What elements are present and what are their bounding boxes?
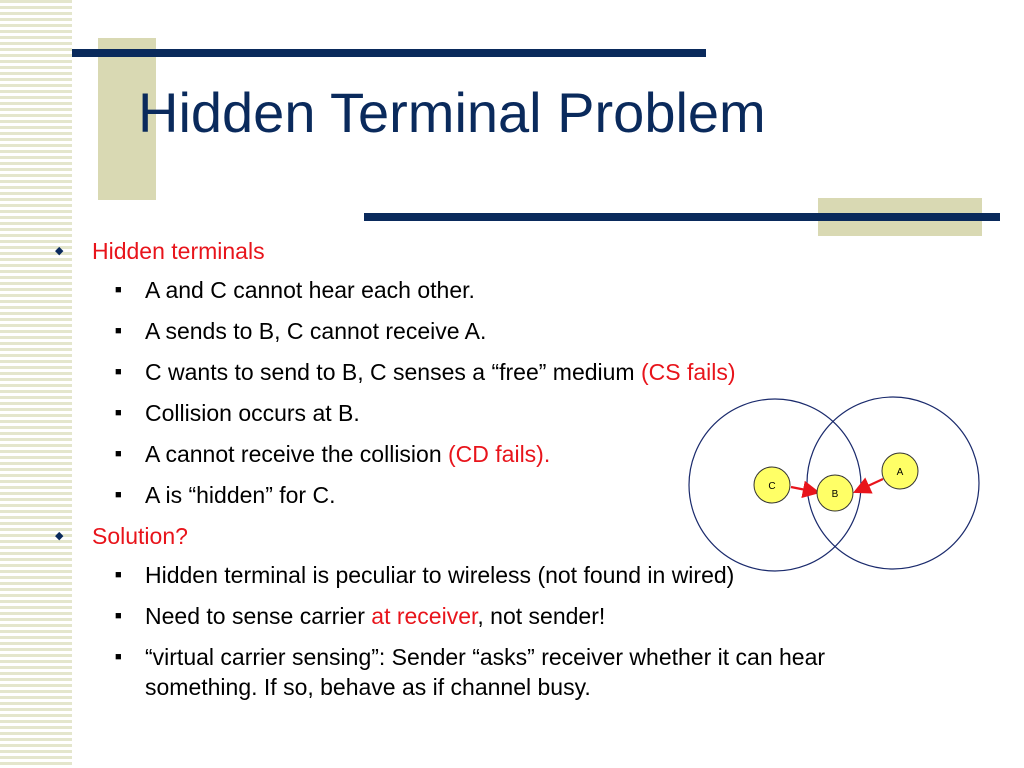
bullet-label: Solution? [92, 523, 188, 549]
node-c [753, 466, 791, 504]
sub-bullet-text: A and C cannot hear each other. [145, 277, 475, 303]
sub-bullet: ■ C wants to send to B, C senses a “free… [93, 357, 935, 387]
slide-body: ◆ Hidden terminals ■ A and C cannot hear… [55, 236, 935, 713]
sub-bullet: ■ Collision occurs at B. [93, 398, 935, 428]
node-c-label: C [768, 481, 775, 492]
sub-bullet-text: A cannot receive the collision [145, 441, 449, 467]
arrow-c-to-b [790, 480, 821, 499]
left-stripe-decoration [0, 0, 72, 768]
bullet-solution: ◆ Solution? [55, 521, 935, 551]
sub-bullet: ■ A cannot receive the collision (CD fai… [93, 439, 935, 469]
node-b-label: B [832, 489, 839, 500]
sub-bullet-text: A sends to B, C cannot receive A. [145, 318, 487, 344]
sub-bullet-text-tail: , not sender! [477, 603, 606, 629]
square-bullet-icon: ■ [115, 366, 122, 378]
top-rule [72, 49, 706, 57]
diamond-bullet-icon: ◆ [55, 245, 64, 257]
bullet-hidden-terminals: ◆ Hidden terminals [55, 236, 935, 266]
square-bullet-icon: ■ [115, 448, 122, 460]
cd-fails-note: (CD fails). [448, 441, 551, 467]
sub-bullet-text: Collision occurs at B. [145, 400, 360, 426]
square-bullet-icon: ■ [115, 489, 122, 501]
sub-bullet: ■ A sends to B, C cannot receive A. [93, 316, 935, 346]
arrow-a-to-b [853, 477, 884, 494]
sub-bullet-text: Hidden terminal is peculiar to wireless … [145, 562, 735, 588]
sub-bullet-text: A is “hidden” for C. [145, 482, 336, 508]
node-a-label: A [897, 467, 904, 478]
square-bullet-icon: ■ [115, 284, 122, 296]
sub-bullet: ■ Hidden terminal is peculiar to wireles… [93, 560, 935, 590]
hidden-terminal-diagram: C B A [688, 396, 980, 572]
node-a [881, 452, 919, 490]
page-title: Hidden Terminal Problem [138, 81, 766, 144]
cs-fails-note: (CS fails) [640, 359, 736, 385]
square-bullet-icon: ■ [115, 651, 122, 663]
node-b [816, 474, 854, 512]
bullet-label: Hidden terminals [92, 238, 265, 264]
sub-bullet-text: “virtual carrier sensing”: Sender “asks”… [145, 644, 826, 700]
sub-bullet-text: C wants to send to B, C senses a “free” … [145, 359, 641, 385]
sub-bullet: ■ A is “hidden” for C. [93, 480, 935, 510]
square-bullet-icon: ■ [115, 407, 122, 419]
sub-bullet: ■ “virtual carrier sensing”: Sender “ask… [93, 642, 915, 702]
bottom-rule [364, 213, 1000, 221]
sub-bullet: ■ A and C cannot hear each other. [93, 275, 935, 305]
sub-bullet-text: Need to sense carrier [145, 603, 372, 629]
diamond-bullet-icon: ◆ [55, 530, 64, 542]
sub-bullet: ■ Need to sense carrier at receiver, not… [93, 601, 935, 631]
square-bullet-icon: ■ [115, 569, 122, 581]
square-bullet-icon: ■ [115, 325, 122, 337]
title-deco-block [98, 38, 156, 200]
at-receiver-highlight: at receiver [371, 603, 478, 629]
square-bullet-icon: ■ [115, 610, 122, 622]
